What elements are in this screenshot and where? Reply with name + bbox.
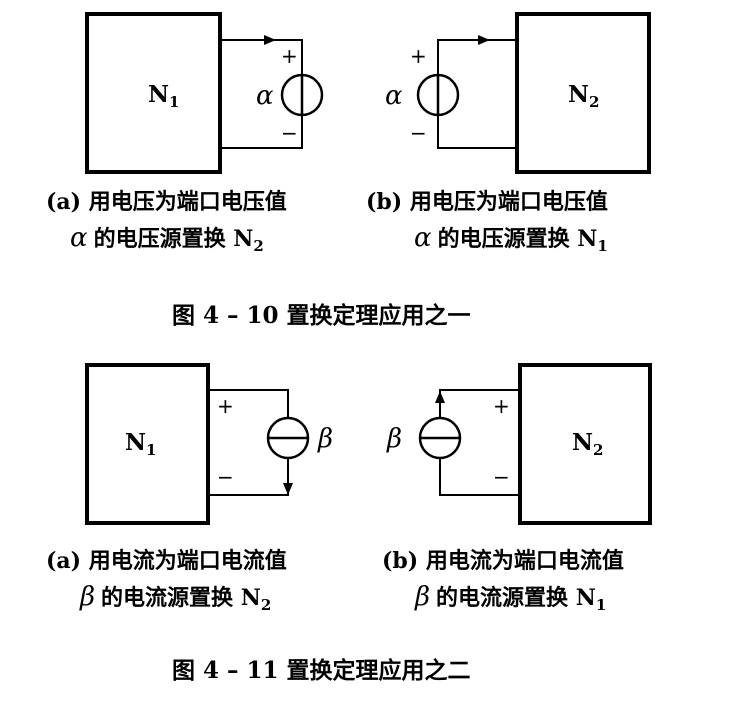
minus-sign: − bbox=[217, 465, 234, 489]
source-symbol: α bbox=[256, 81, 274, 111]
network-n2-label: N2 bbox=[568, 81, 599, 111]
network-n2-box bbox=[515, 12, 651, 174]
fig411-b-caption-line1: (b) 用电流为端口电流值 bbox=[382, 548, 624, 574]
plus-sign: + bbox=[281, 44, 298, 68]
plus-sign: + bbox=[217, 394, 234, 418]
fig410-title: 图 4 – 10 置换定理应用之一 bbox=[172, 302, 471, 329]
plus-sign: + bbox=[493, 394, 510, 418]
minus-sign: − bbox=[410, 121, 427, 145]
fig410-a-circuit: N1 + − α bbox=[85, 12, 324, 174]
network-n1-box bbox=[85, 12, 222, 174]
network-n2-box bbox=[518, 363, 652, 525]
source-symbol: β bbox=[317, 424, 333, 454]
network-n1-box bbox=[85, 363, 210, 525]
top-wire bbox=[437, 39, 517, 75]
network-n1-label: N1 bbox=[148, 81, 179, 111]
fig411-title: 图 4 – 11 置换定理应用之二 bbox=[172, 657, 471, 684]
bottom-wire bbox=[220, 115, 303, 149]
source-symbol: α bbox=[385, 81, 403, 111]
minus-sign: − bbox=[281, 121, 298, 145]
minus-sign: − bbox=[493, 465, 510, 489]
plus-sign: + bbox=[410, 44, 427, 68]
fig411-b-circuit: N2 + − β bbox=[386, 363, 652, 525]
network-n1-label: N1 bbox=[125, 429, 156, 459]
network-n2-label: N2 bbox=[572, 429, 603, 459]
fig410-b-circuit: N2 + − α bbox=[385, 12, 651, 174]
bottom-wire bbox=[439, 458, 520, 496]
fig411-a-caption-line1: (a) 用电流为端口电流值 bbox=[46, 548, 287, 574]
source-symbol: β bbox=[386, 424, 402, 454]
fig411-a-circuit: N1 + − β bbox=[85, 363, 333, 525]
fig410-a-caption-line1: (a) 用电压为端口电压值 bbox=[46, 189, 287, 215]
fig410-b-caption-line1: (b) 用电压为端口电压值 bbox=[366, 189, 608, 215]
bottom-wire bbox=[437, 115, 517, 149]
top-wire bbox=[208, 389, 289, 418]
